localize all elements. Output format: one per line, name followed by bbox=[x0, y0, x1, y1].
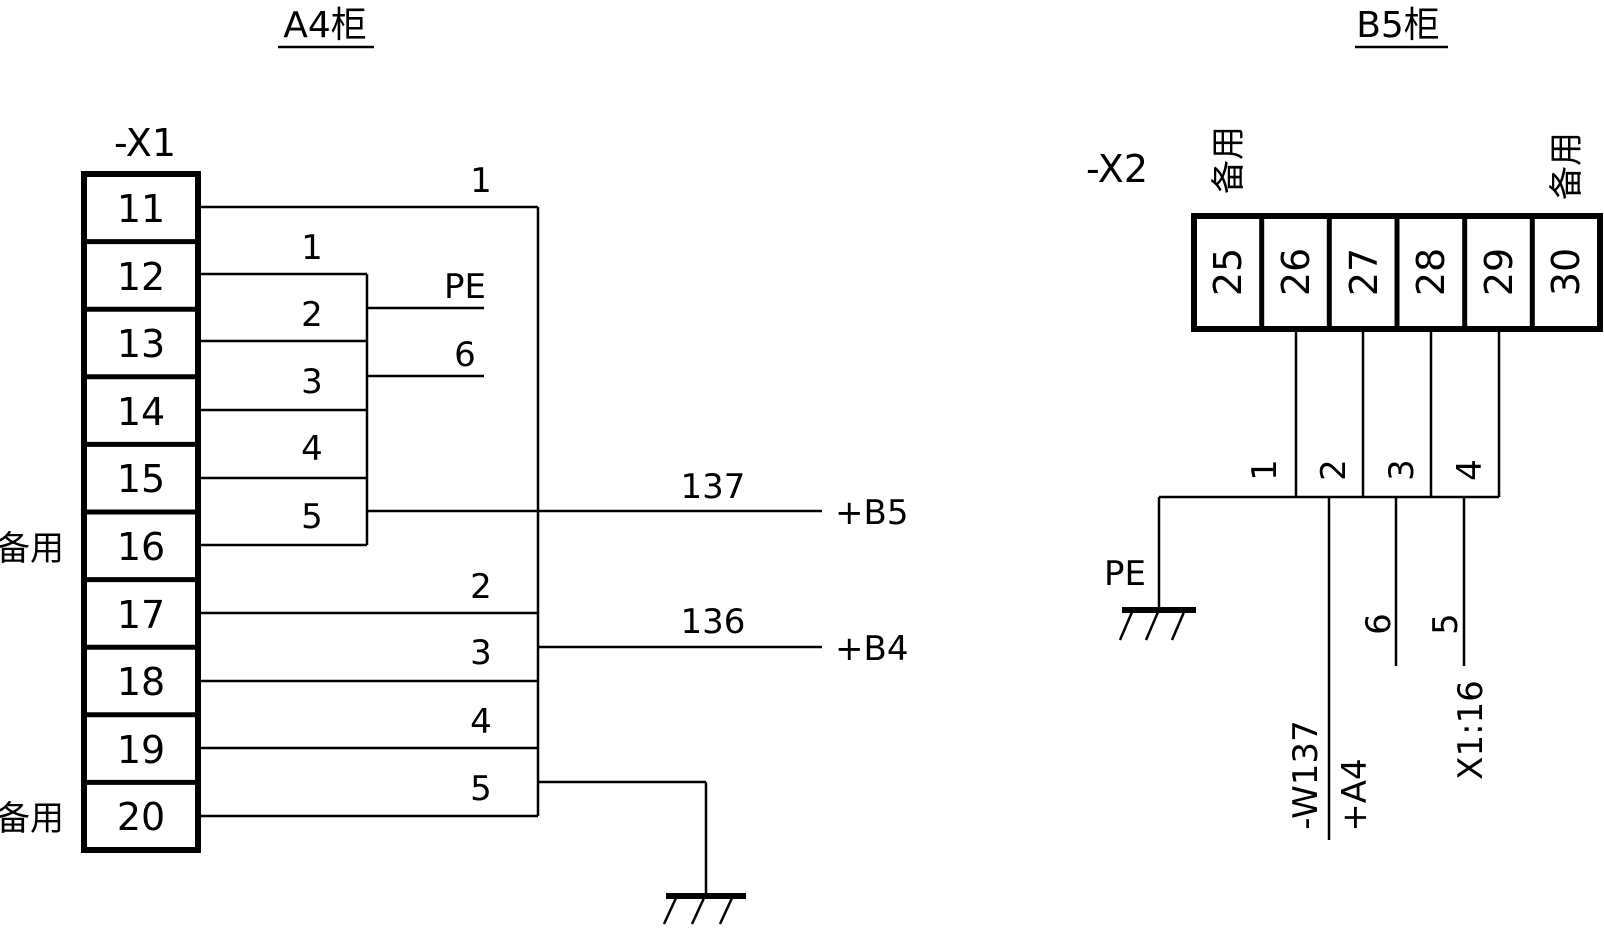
bus-wire-label-4: 4 bbox=[470, 702, 492, 742]
b5-wire-label-3: 3 bbox=[1382, 459, 1422, 481]
b5-wiring bbox=[1157, 329, 1501, 840]
terminal-19: 19 bbox=[117, 728, 165, 772]
ground-icon bbox=[1118, 607, 1196, 641]
pe-label-a4: PE bbox=[444, 267, 486, 307]
ground-icon bbox=[662, 893, 746, 925]
b5-wire-label-2: 2 bbox=[1314, 459, 1354, 481]
bus-wire-label-3: 3 bbox=[470, 633, 492, 673]
terminal-18: 18 bbox=[117, 660, 165, 704]
ref-terminal-x1-16: X1:16 bbox=[1451, 680, 1491, 780]
cable-label-137: 137 bbox=[681, 467, 746, 507]
terminal-11: 11 bbox=[117, 187, 165, 231]
destination-b5: +B5 bbox=[835, 493, 908, 533]
bus-wire-label-1: 1 bbox=[470, 161, 492, 201]
group-wiring bbox=[198, 272, 822, 547]
cabinet-b5: B5柜 -X2 备用 备用 25 26 27 28 29 30 bbox=[1086, 5, 1603, 840]
b5-wire-label-4: 4 bbox=[1450, 459, 1490, 481]
ref-cable-w137: -W137 bbox=[1286, 720, 1326, 829]
b5-wire-label-1: 1 bbox=[1245, 459, 1285, 481]
terminal-13: 13 bbox=[117, 322, 165, 366]
bus-wire-label-2: 2 bbox=[470, 567, 492, 607]
terminal-strip-x2: 25 26 27 28 29 30 bbox=[1191, 213, 1603, 332]
cabinet-a4: A4柜 -X1 11 12 13 14 15 16 17 18 19 20 bbox=[0, 5, 908, 925]
terminal-12: 12 bbox=[117, 255, 165, 299]
terminal-strip-x1: 11 12 13 14 15 16 17 18 19 20 bbox=[81, 171, 201, 853]
group-wire-label-4: 4 bbox=[301, 429, 323, 469]
destination-b4: +B4 bbox=[835, 629, 908, 669]
terminal-27: 27 bbox=[1342, 248, 1386, 296]
terminal-17: 17 bbox=[117, 593, 165, 637]
label-6-a4: 6 bbox=[454, 335, 476, 375]
spare-label-16: 备用 bbox=[0, 529, 64, 569]
group-wire-label-2: 2 bbox=[301, 295, 323, 335]
terminal-28: 28 bbox=[1409, 248, 1453, 296]
terminal-16: 16 bbox=[117, 525, 165, 569]
strip-label-x2: -X2 bbox=[1086, 147, 1148, 191]
pe-label-b5: PE bbox=[1104, 554, 1146, 594]
bus-wire-label-5: 5 bbox=[470, 769, 492, 809]
spare-label-30: 备用 bbox=[1547, 132, 1587, 200]
cable-label-136: 136 bbox=[681, 602, 746, 642]
terminal-25: 25 bbox=[1206, 248, 1250, 296]
group-wire-label-3: 3 bbox=[301, 362, 323, 402]
terminal-15: 15 bbox=[117, 457, 165, 501]
group-wire-label-5: 5 bbox=[301, 497, 323, 537]
spare-label-25: 备用 bbox=[1209, 126, 1249, 194]
terminal-26: 26 bbox=[1274, 248, 1318, 296]
label-6-b5: 6 bbox=[1359, 613, 1399, 635]
label-5-b5: 5 bbox=[1426, 613, 1466, 635]
title-a4: A4柜 bbox=[283, 5, 367, 46]
terminal-29: 29 bbox=[1477, 248, 1521, 296]
title-b5: B5柜 bbox=[1356, 5, 1440, 46]
terminal-14: 14 bbox=[117, 390, 165, 434]
bus-wiring bbox=[198, 205, 822, 896]
ref-cabinet-a4: +A4 bbox=[1335, 758, 1375, 831]
terminal-30: 30 bbox=[1544, 248, 1588, 296]
strip-label-x1: -X1 bbox=[114, 121, 176, 165]
spare-label-20: 备用 bbox=[0, 799, 64, 839]
group-wire-label-1: 1 bbox=[301, 228, 323, 268]
terminal-20: 20 bbox=[117, 795, 165, 839]
